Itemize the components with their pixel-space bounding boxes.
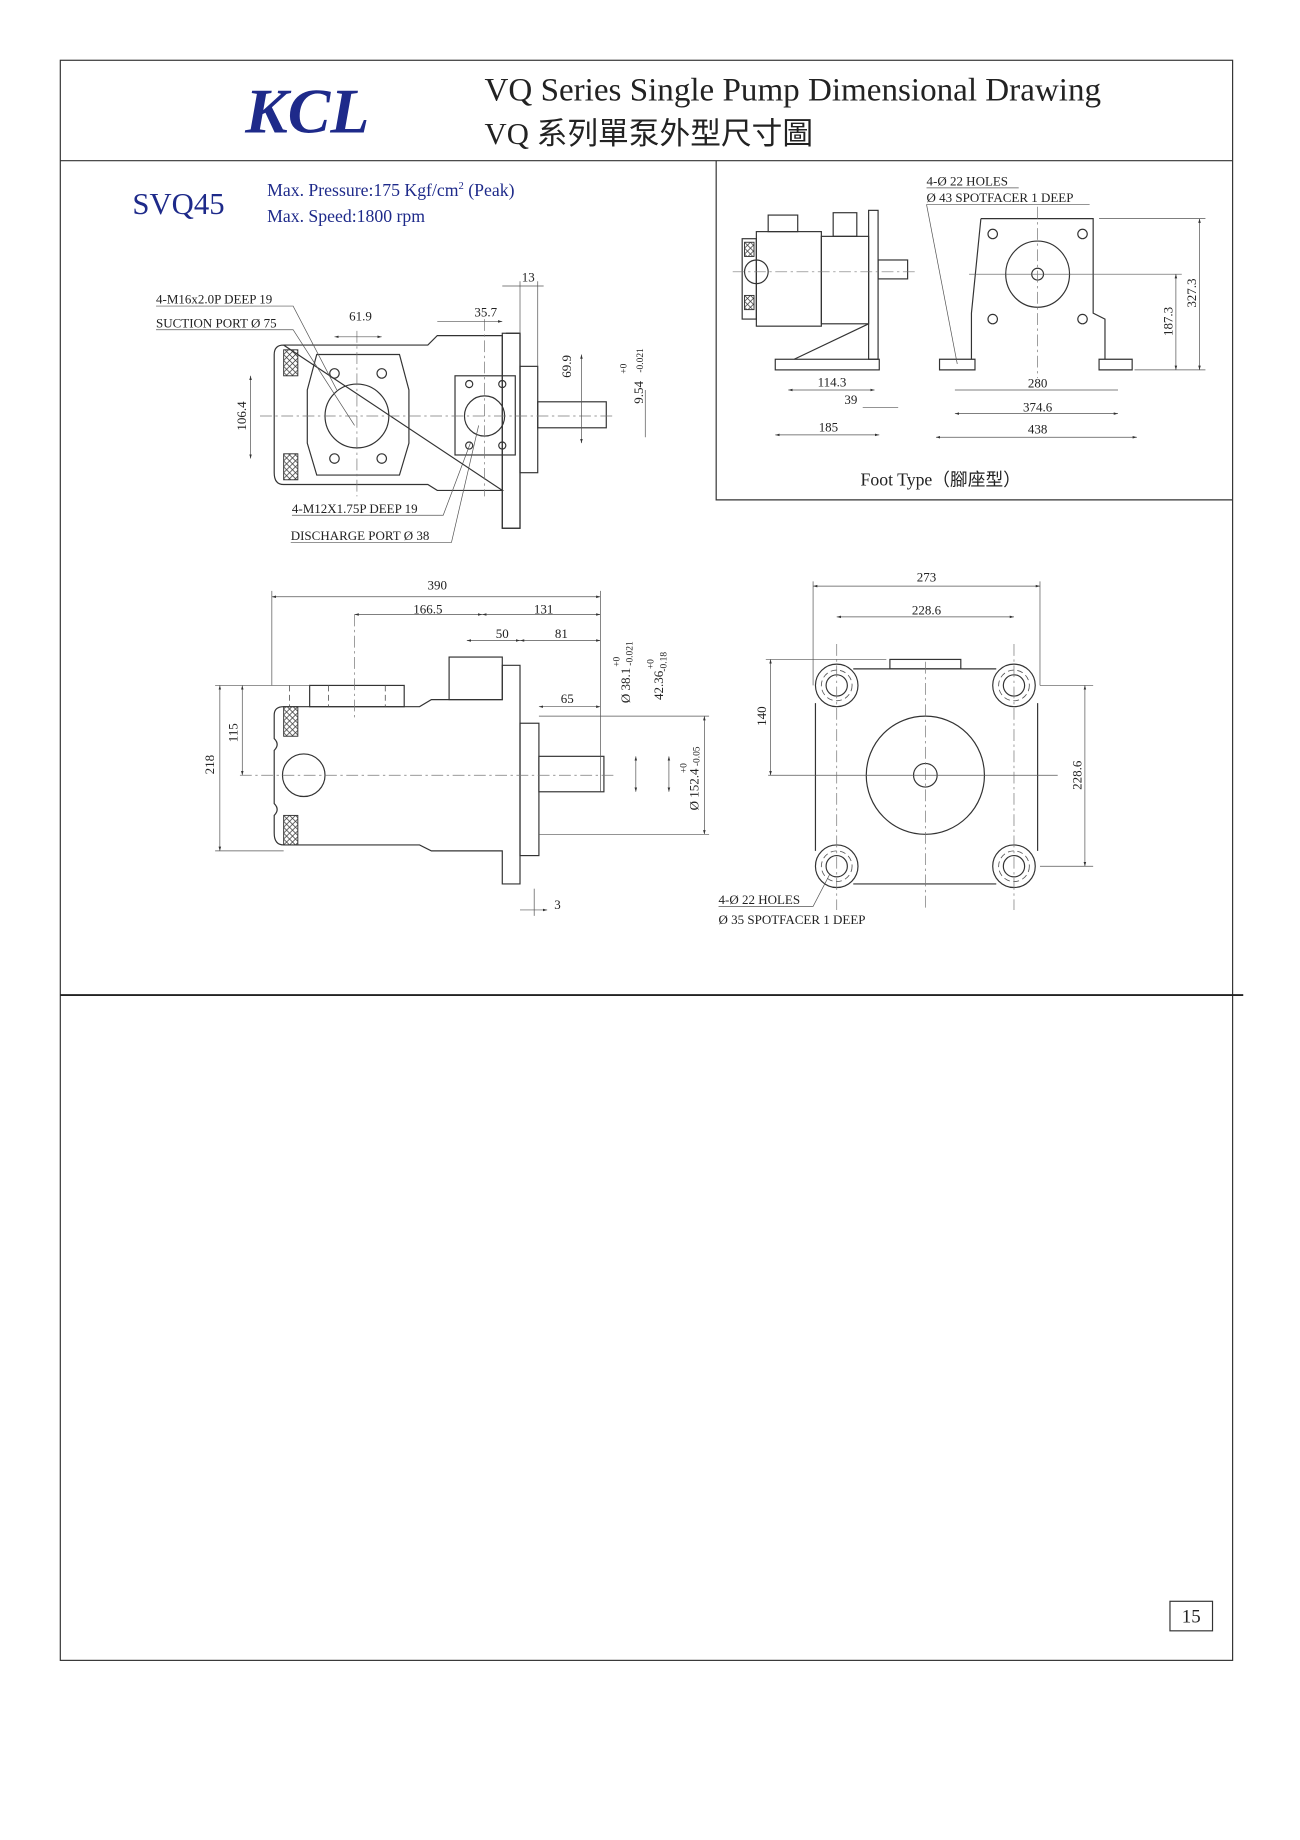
foot-type-caption: Foot Type（腳座型） [861,470,1021,490]
dim-3: 3 [554,897,561,912]
dim-9-54: 9.54 [631,380,646,403]
dim-42-36: 42.36 [651,670,666,700]
foot-holes-note: 4-Ø 22 HOLES [927,174,1009,189]
dim-13: 13 [522,269,535,284]
flange-spotfacer-note: Ø 35 SPOTFACER 1 DEEP [719,912,866,927]
tol-9-54-lower: -0.021 [636,348,646,373]
side-view [215,590,710,916]
dim-140: 140 [754,706,769,725]
dim-273: 273 [917,569,936,584]
dim-228-6-horizontal: 228.6 [912,603,942,618]
max-speed: Max. Speed:1800 rpm [267,206,425,226]
model-name: SVQ45 [132,187,224,221]
page-frame [59,59,1244,1661]
dim-218: 218 [202,755,217,774]
dim-131: 131 [534,601,553,616]
dim-114-3: 114.3 [818,374,847,389]
kcl-logo: KCL [244,75,369,146]
title-english: VQ Series Single Pump Dimensional Drawin… [485,72,1101,108]
max-pressure: Max. Pressure:175 Kgf/cm2 (Peak) [267,180,515,200]
page-number-box [1169,1600,1214,1632]
discharge-port-label: DISCHARGE PORT Ø 38 [291,528,430,543]
dim-65: 65 [561,691,574,706]
dim-152-4: Ø 152.4 [686,768,701,810]
tol-42-36-upper: +0 [647,659,657,669]
title-chinese: VQ 系列單泵外型尺寸圖 [485,117,814,151]
dim-166-5: 166.5 [413,601,442,616]
tol-9-54-upper: +0 [619,363,629,373]
flange-holes-note: 4-Ø 22 HOLES [719,892,801,907]
dim-374-6: 374.6 [1023,399,1053,414]
suction-port-label: SUCTION PORT Ø 75 [156,315,277,330]
tol-38-1-lower: -0.021 [625,641,635,666]
dim-390: 390 [428,578,447,593]
foot-type-panel [715,160,1233,501]
dim-38-1: Ø 38.1 [618,668,633,703]
tol-38-1-upper: +0 [612,656,622,666]
tol-152-4-upper: +0 [680,763,690,773]
tol-42-36-lower: -0.18 [660,652,670,672]
dim-81: 81 [555,626,568,641]
tol-152-4-lower: -0.05 [693,746,703,766]
dim-50: 50 [496,626,509,641]
thread-note-suction: 4-M16x2.0P DEEP 19 [156,292,272,307]
dim-327-3: 327.3 [1184,278,1199,307]
front-view [718,581,1094,910]
dim-228-6-vertical: 228.6 [1069,760,1084,790]
dim-185: 185 [819,419,838,434]
dim-39: 39 [844,392,857,407]
dim-187-3: 187.3 [1160,307,1175,336]
dim-115: 115 [226,723,241,742]
page-number: 15 [1182,1607,1201,1628]
dim-69-9: 69.9 [559,355,574,378]
foot-spotfacer-note: Ø 43 SPOTFACER 1 DEEP [927,190,1074,205]
port-face-view [156,281,646,543]
dim-280: 280 [1028,376,1047,391]
thread-note-discharge: 4-M12X1.75P DEEP 19 [292,501,418,516]
dim-438: 438 [1028,422,1047,437]
dim-35-7: 35.7 [474,305,497,320]
dim-106-4: 106.4 [234,401,249,431]
dim-61-9: 61.9 [349,308,372,323]
